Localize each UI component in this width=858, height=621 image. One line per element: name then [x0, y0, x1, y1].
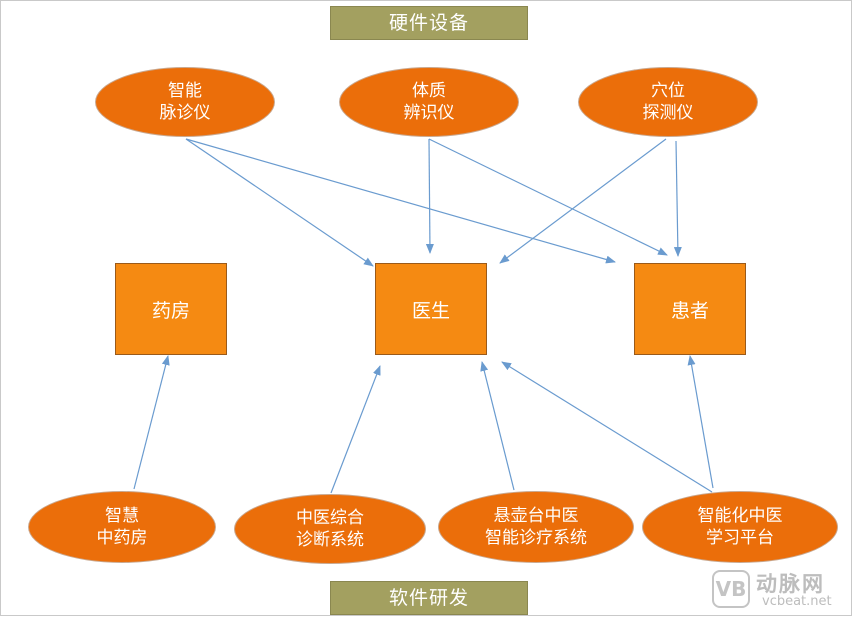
tcm-learning-platform: 智能化中医 学习平台: [642, 491, 838, 563]
software-banner: 软件研发: [330, 581, 528, 615]
arrow-pharmacy-software-to-pharmacy: [133, 355, 170, 490]
oval-label-line1: 智能: [168, 81, 202, 101]
arrow-treatment-system-to-doctor: [480, 361, 515, 491]
constitution-identification-device: 体质 辨识仪: [339, 67, 519, 137]
arrow-learning-platform-to-patient: [687, 355, 714, 489]
oval-label-line2: 脉诊仪: [159, 103, 211, 123]
doctor-box: 医生: [375, 263, 487, 355]
oval-label-line1: 中医综合: [296, 508, 364, 528]
arrow-acupoint-to-patient: [673, 140, 682, 257]
oval-label-line1: 悬壶台中医: [493, 506, 579, 526]
arrow-learning-platform-to-doctor: [501, 361, 713, 493]
tcm-diagnosis-system: 中医综合 诊断系统: [234, 494, 426, 564]
arrow-constitution-to-patient: [428, 138, 668, 256]
pharmacy-box: 药房: [115, 263, 227, 355]
oval-label-line2: 诊断系统: [296, 530, 364, 550]
oval-label-line1: 穴位: [651, 81, 685, 101]
watermark-cn: 动脉网: [756, 572, 825, 596]
vcbeat-logo-icon: VB: [712, 570, 750, 608]
vcbeat-watermark: VB 动脉网 vcbeat.net: [712, 568, 848, 614]
smart-pharmacy-software: 智慧 中药房: [28, 491, 216, 563]
oval-label-line2: 中药房: [96, 528, 148, 548]
arrow-pulse-to-patient: [185, 138, 616, 264]
arrow-constitution-to-doctor: [425, 138, 434, 254]
oval-label-line2: 辨识仪: [403, 103, 455, 123]
oval-label-line2: 探测仪: [642, 103, 694, 123]
oval-label-line1: 智慧: [105, 506, 139, 526]
arrow-acupoint-to-doctor: [499, 138, 667, 264]
arrow-pulse-to-doctor: [185, 138, 374, 267]
acupoint-detector: 穴位 探测仪: [578, 67, 758, 137]
oval-label-line1: 智能化中医: [697, 506, 783, 526]
watermark-en: vcbeat.net: [762, 594, 832, 609]
hardware-banner: 硬件设备: [330, 6, 528, 40]
tcm-intelligent-treatment-system: 悬壶台中医 智能诊疗系统: [438, 491, 634, 563]
patient-box: 患者: [634, 263, 746, 355]
arrow-diagnosis-system-to-doctor: [330, 365, 381, 494]
oval-label-line2: 智能诊疗系统: [485, 528, 587, 548]
oval-label-line1: 体质: [412, 81, 446, 101]
oval-label-line2: 学习平台: [706, 528, 774, 548]
pulse-diagnosis-device: 智能 脉诊仪: [95, 67, 275, 137]
